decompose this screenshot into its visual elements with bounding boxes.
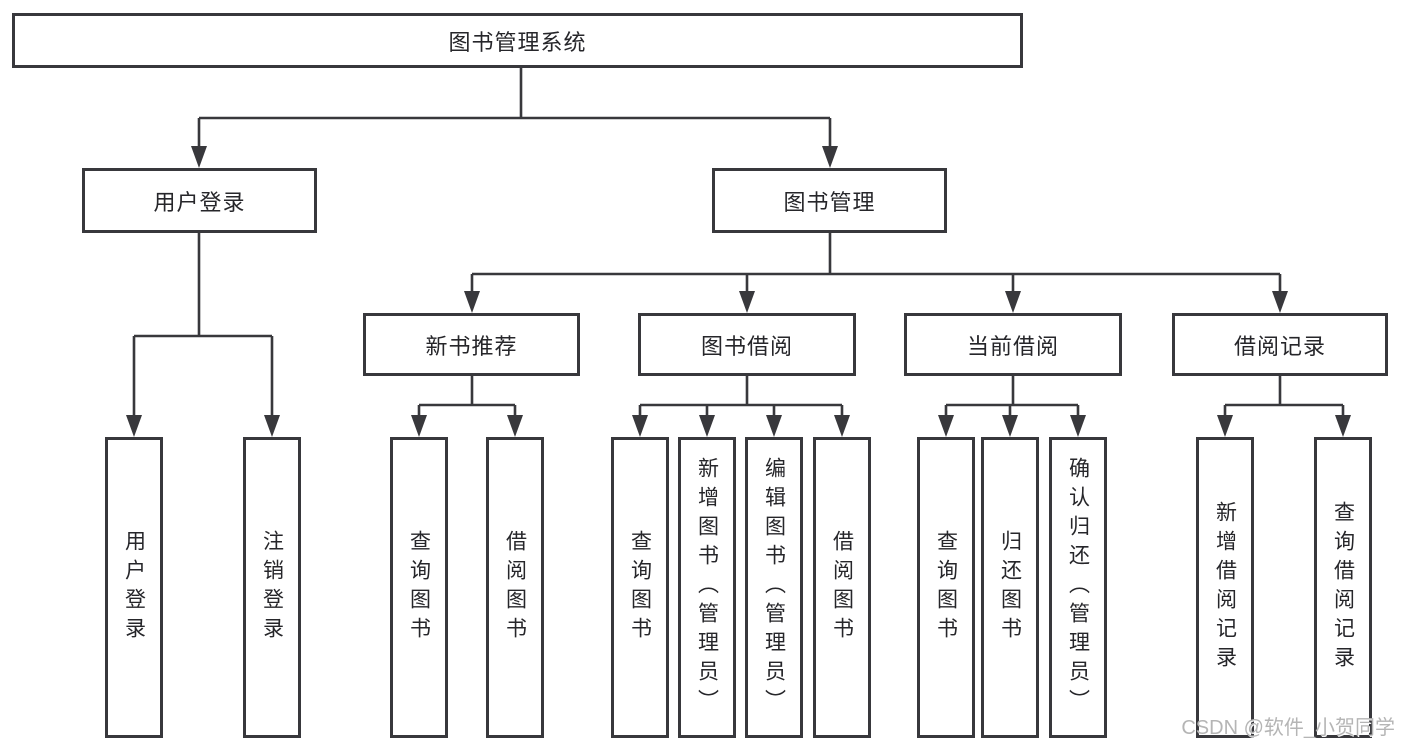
node-bb-query-book-label: 查询图书 xyxy=(628,529,652,646)
node-cb-query-book: 查询图书 xyxy=(917,437,975,738)
node-bb-edit-book-admin-label: 编辑图书（管理员） xyxy=(762,457,786,718)
node-user-login-label: 用户登录 xyxy=(153,189,246,215)
node-nbr-query-book: 查询图书 xyxy=(390,437,448,738)
node-logout-action-label: 注销登录 xyxy=(260,529,284,646)
node-br-add-record: 新增借阅记录 xyxy=(1196,437,1254,738)
node-bb-add-book-admin: 新增图书（管理员） xyxy=(678,437,736,738)
node-br-query-record-label: 查询借阅记录 xyxy=(1331,500,1355,675)
node-current-borrow: 当前借阅 xyxy=(904,313,1122,376)
node-bb-edit-book-admin: 编辑图书（管理员） xyxy=(745,437,803,738)
node-borrow-records-label: 借阅记录 xyxy=(1233,333,1326,359)
node-logout-action: 注销登录 xyxy=(243,437,301,738)
node-borrow-records: 借阅记录 xyxy=(1172,313,1388,376)
node-cb-confirm-return-admin: 确认归还（管理员） xyxy=(1049,437,1107,738)
node-current-borrow-label: 当前借阅 xyxy=(966,333,1059,359)
node-user-login: 用户登录 xyxy=(82,168,317,233)
node-bb-borrow-book-label: 借阅图书 xyxy=(830,529,854,646)
node-br-add-record-label: 新增借阅记录 xyxy=(1213,500,1237,675)
node-book-management: 图书管理 xyxy=(712,168,947,233)
node-nbr-borrow-book-label: 借阅图书 xyxy=(503,529,527,646)
node-br-query-record: 查询借阅记录 xyxy=(1314,437,1372,738)
node-library-system: 图书管理系统 xyxy=(12,13,1023,68)
node-nbr-borrow-book: 借阅图书 xyxy=(486,437,544,738)
node-book-borrow-label: 图书借阅 xyxy=(700,333,793,359)
node-cb-query-book-label: 查询图书 xyxy=(934,529,958,646)
node-bb-query-book: 查询图书 xyxy=(611,437,669,738)
node-login-action: 用户登录 xyxy=(105,437,163,738)
node-cb-confirm-return-admin-label: 确认归还（管理员） xyxy=(1066,457,1090,718)
node-book-borrow: 图书借阅 xyxy=(638,313,856,376)
node-login-action-label: 用户登录 xyxy=(122,529,146,646)
node-new-book-recommend: 新书推荐 xyxy=(363,313,580,376)
node-book-management-label: 图书管理 xyxy=(783,189,876,215)
node-cb-return-book: 归还图书 xyxy=(981,437,1039,738)
node-new-book-recommend-label: 新书推荐 xyxy=(425,333,518,359)
node-library-system-label: 图书管理系统 xyxy=(448,29,587,55)
node-nbr-query-book-label: 查询图书 xyxy=(407,529,431,646)
node-bb-add-book-admin-label: 新增图书（管理员） xyxy=(695,457,719,718)
node-cb-return-book-label: 归还图书 xyxy=(998,529,1022,646)
node-bb-borrow-book: 借阅图书 xyxy=(813,437,871,738)
csdn-watermark: CSDN @软件_小贺同学 xyxy=(1181,717,1395,739)
